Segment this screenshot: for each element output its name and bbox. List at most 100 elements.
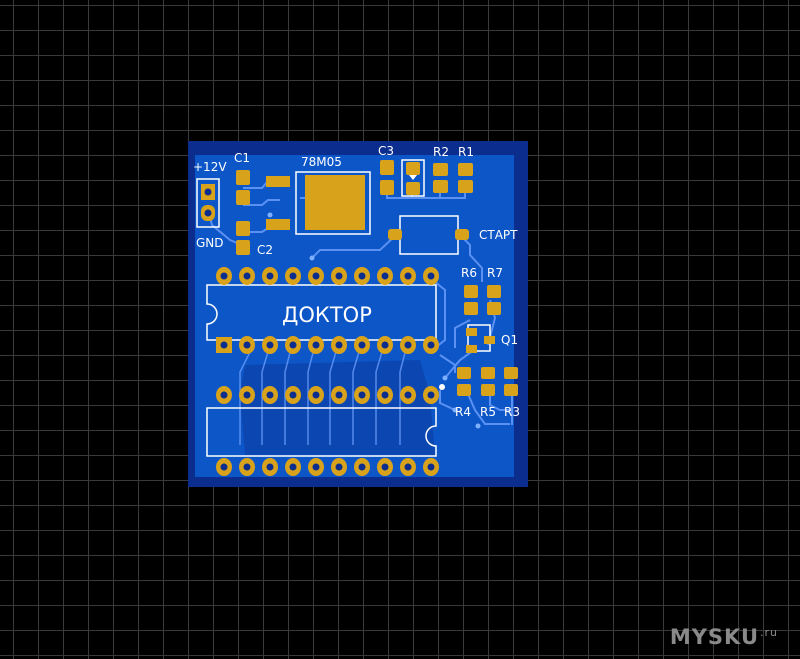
ic-pad-drill: [266, 463, 274, 471]
resistor-r6[interactable]: [464, 285, 478, 315]
connector-drill-gnd: [204, 209, 212, 217]
via: [452, 407, 458, 413]
via: [442, 375, 448, 381]
ic-pad-drill: [381, 272, 389, 280]
ic-pad-drill: [358, 272, 366, 280]
ic-pad-drill: [427, 272, 435, 280]
power-connector[interactable]: [196, 178, 220, 228]
ic-pad-drill: [243, 391, 251, 399]
bus-traces: [239, 344, 408, 445]
ic-pad-drill: [404, 463, 412, 471]
capacitor-c3[interactable]: [380, 160, 394, 195]
diode-pad-1: [406, 162, 420, 175]
ic-pad-drill: [312, 391, 320, 399]
r5-label: R5: [480, 405, 496, 419]
ic-pad-drill: [289, 391, 297, 399]
ic-pad-drill: [266, 391, 274, 399]
ic-pad-drill: [335, 391, 343, 399]
ic-pad-drill: [289, 272, 297, 280]
power-label: +12V: [193, 160, 227, 174]
watermark: MYSKU.ru: [670, 625, 778, 649]
ic-pad-drill: [335, 463, 343, 471]
c1-pad-1: [236, 170, 250, 185]
c3-pad-1: [380, 160, 394, 175]
resistor-r1[interactable]: [458, 163, 473, 193]
ic-pad-drill: [404, 341, 412, 349]
diode-marker-icon: [409, 175, 417, 180]
diode-outline: [401, 159, 425, 197]
start-button[interactable]: [388, 215, 469, 255]
c3-label: C3: [378, 144, 394, 158]
ic-pad-drill: [220, 463, 228, 471]
ic-pad-drill: [312, 272, 320, 280]
r6-pad-1: [464, 285, 478, 298]
resistor-r7[interactable]: [487, 285, 501, 315]
capacitor-c1[interactable]: [236, 170, 250, 205]
board-title: ДОКТОР: [282, 303, 372, 327]
c2-pad-1: [236, 221, 250, 236]
ic-pad-drill: [243, 463, 251, 471]
ic-doktor[interactable]: [206, 284, 437, 341]
r4-pad-1: [457, 367, 471, 379]
ic-pad-drill: [381, 463, 389, 471]
via: [475, 423, 481, 429]
ic-doktor-outline: [206, 284, 437, 341]
q1-pad-1: [466, 328, 477, 336]
ic-pad-drill: [243, 341, 251, 349]
q1-label: Q1: [501, 333, 518, 347]
ic-pad-drill: [358, 391, 366, 399]
ic-pad-drill: [220, 272, 228, 280]
ic-pad-drill: [335, 272, 343, 280]
r4-pad-2: [457, 384, 471, 396]
regulator-pin-2: [266, 219, 290, 230]
regulator-78m05[interactable]: [266, 171, 371, 235]
ic-pad-drill: [312, 341, 320, 349]
r1-pad-1: [458, 163, 473, 176]
ic-pad-drill: [381, 391, 389, 399]
ic-pad-drill: [404, 391, 412, 399]
resistor-r5[interactable]: [481, 367, 495, 396]
ic-pad-drill: [266, 272, 274, 280]
ic-pad-drill: [358, 341, 366, 349]
ic-pad-drill: [358, 463, 366, 471]
ic-pad-drill: [381, 341, 389, 349]
via: [267, 212, 273, 218]
regulator-tab-pad: [305, 175, 365, 230]
resistor-r3[interactable]: [504, 367, 518, 396]
r6-pad-2: [464, 302, 478, 315]
start-button-pad-2: [455, 229, 469, 240]
resistor-r2[interactable]: [433, 163, 448, 193]
r2-label: R2: [433, 145, 449, 159]
ic-pad-drill: [289, 341, 297, 349]
diode-pad-2: [406, 182, 420, 195]
ic-bottom[interactable]: [206, 407, 437, 457]
connector-drill-12v: [204, 188, 212, 196]
ic-pad-drill: [312, 463, 320, 471]
ic-pad-drill: [335, 341, 343, 349]
capacitor-c2[interactable]: [236, 221, 250, 255]
ic-pad-drill: [404, 272, 412, 280]
diode-part[interactable]: [401, 159, 425, 197]
r5-pad-2: [481, 384, 495, 396]
c2-label: C2: [257, 243, 273, 257]
ic-pad-drill: [243, 272, 251, 280]
r3-pad-2: [504, 384, 518, 396]
r1-label: R1: [458, 145, 474, 159]
ic-pad-drill: [427, 341, 435, 349]
c3-pad-2: [380, 180, 394, 195]
resistor-r4[interactable]: [457, 367, 471, 396]
r2-pad-2: [433, 180, 448, 193]
ic-pad-drill: [289, 463, 297, 471]
r3-pad-1: [504, 367, 518, 379]
transistor-q1[interactable]: [466, 324, 495, 353]
ic-pad-drill: [427, 391, 435, 399]
via-group: [267, 212, 481, 429]
r6-label: R6: [461, 266, 477, 280]
ic-pad-drill: [427, 463, 435, 471]
r7-label: R7: [487, 266, 503, 280]
r1-pad-2: [458, 180, 473, 193]
r7-pad-1: [487, 285, 501, 298]
c2-pad-2: [236, 240, 250, 255]
regulator-label: 78M05: [301, 155, 342, 169]
